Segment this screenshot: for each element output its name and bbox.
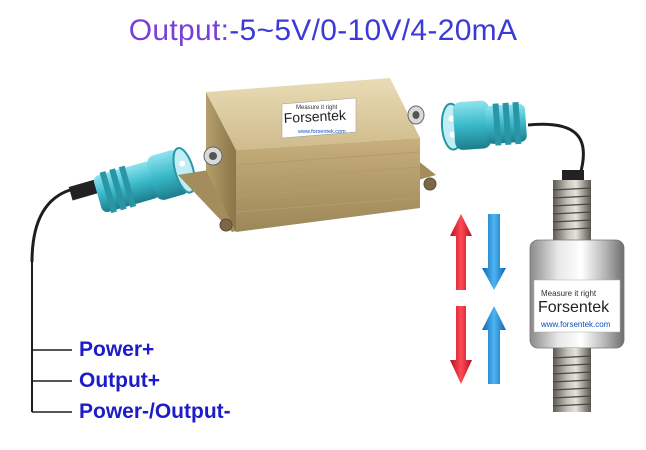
load-cell-sensor xyxy=(529,170,625,412)
signal-amplifier-box xyxy=(178,78,437,232)
sensor-label-tagline: Measure it right xyxy=(541,289,597,298)
title-prefix: Output: xyxy=(128,14,230,47)
page-title: Output:-5~5V/0-10V/4-20mA xyxy=(0,14,646,48)
wire-label-output-positive: Output+ xyxy=(79,369,161,392)
left-cable-connector xyxy=(68,147,196,214)
amplifier-label-tagline: Measure it right xyxy=(296,105,338,111)
title-output-ranges: -5~5V/0-10V/4-20mA xyxy=(229,14,518,47)
compression-arrows-icon xyxy=(450,306,506,384)
sensor-label-brand: Forsentek xyxy=(538,299,610,316)
tension-arrows-icon xyxy=(450,214,506,290)
wire-label-power-output-negative: Power-/Output- xyxy=(79,400,231,423)
sensor-label-url: www.forsentek.com xyxy=(540,320,611,329)
wire-leads xyxy=(30,188,72,413)
amplifier-label-url: www.forsentek.com xyxy=(297,129,346,135)
wire-label-power-positive: Power+ xyxy=(79,338,155,361)
right-cable-connector xyxy=(440,100,585,176)
amplifier-label-brand: Forsentek xyxy=(283,107,347,126)
